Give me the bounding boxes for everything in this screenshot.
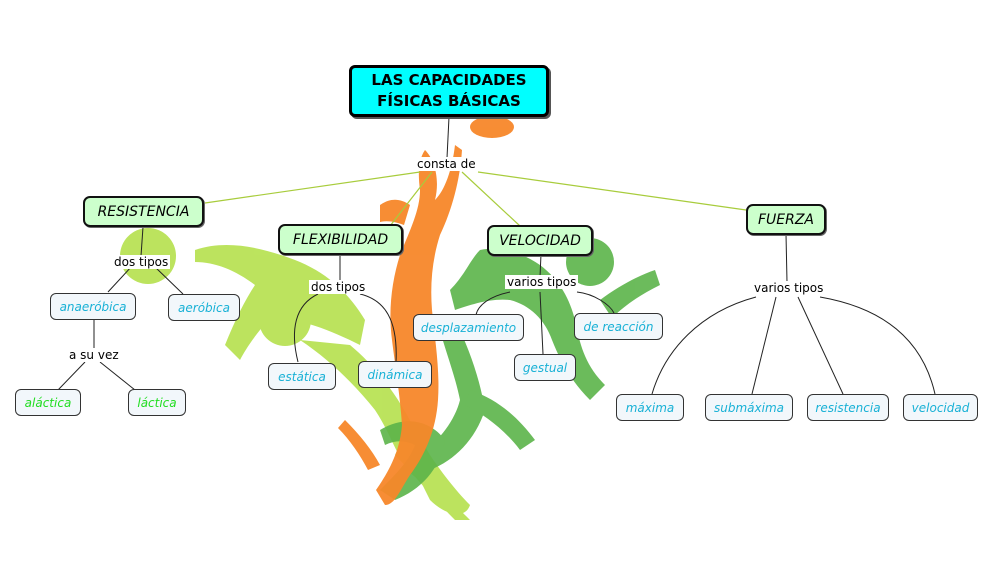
subtype-resistencia[interactable]: resistencia: [807, 394, 889, 421]
green-connectors: [204, 171, 747, 227]
subtype-de-reaccion[interactable]: de reacción: [574, 313, 663, 340]
link-label-resistencia-tipos: dos tipos: [112, 255, 171, 269]
subtype-alactica[interactable]: aláctica: [15, 389, 81, 416]
main-concept-title[interactable]: LAS CAPACIDADES FÍSICAS BÁSICAS: [349, 65, 549, 117]
link-label-velocidad-tipos: varios tipos: [505, 275, 579, 289]
subtype-velocidad[interactable]: velocidad: [903, 394, 978, 421]
subtype-aerobica[interactable]: aeróbica: [168, 294, 240, 321]
title-line-2: FÍSICAS BÁSICAS: [377, 92, 521, 110]
subtype-maxima[interactable]: máxima: [616, 394, 684, 421]
subtype-desplazamiento[interactable]: desplazamiento: [413, 314, 524, 341]
category-flexibilidad[interactable]: FLEXIBILIDAD: [278, 224, 403, 255]
category-velocidad[interactable]: VELOCIDAD: [487, 225, 593, 256]
link-label-consta-de: consta de: [415, 157, 478, 171]
category-resistencia[interactable]: RESISTENCIA: [83, 196, 204, 227]
subtype-gestual[interactable]: gestual: [514, 354, 576, 381]
subtype-estatica[interactable]: estática: [268, 363, 336, 390]
black-connectors: [57, 116, 936, 395]
link-label-flexibilidad-tipos: dos tipos: [309, 280, 368, 294]
link-label-fuerza-tipos: varios tipos: [752, 281, 826, 295]
subtype-submaxima[interactable]: submáxima: [705, 394, 793, 421]
title-line-1: LAS CAPACIDADES: [371, 71, 527, 89]
subtype-dinamica[interactable]: dinámica: [358, 361, 432, 388]
subtype-anaerobica[interactable]: anaeróbica: [50, 293, 136, 320]
link-label-a-su-vez: a su vez: [67, 348, 121, 362]
subtype-lactica[interactable]: láctica: [128, 389, 186, 416]
category-fuerza[interactable]: FUERZA: [746, 204, 826, 235]
